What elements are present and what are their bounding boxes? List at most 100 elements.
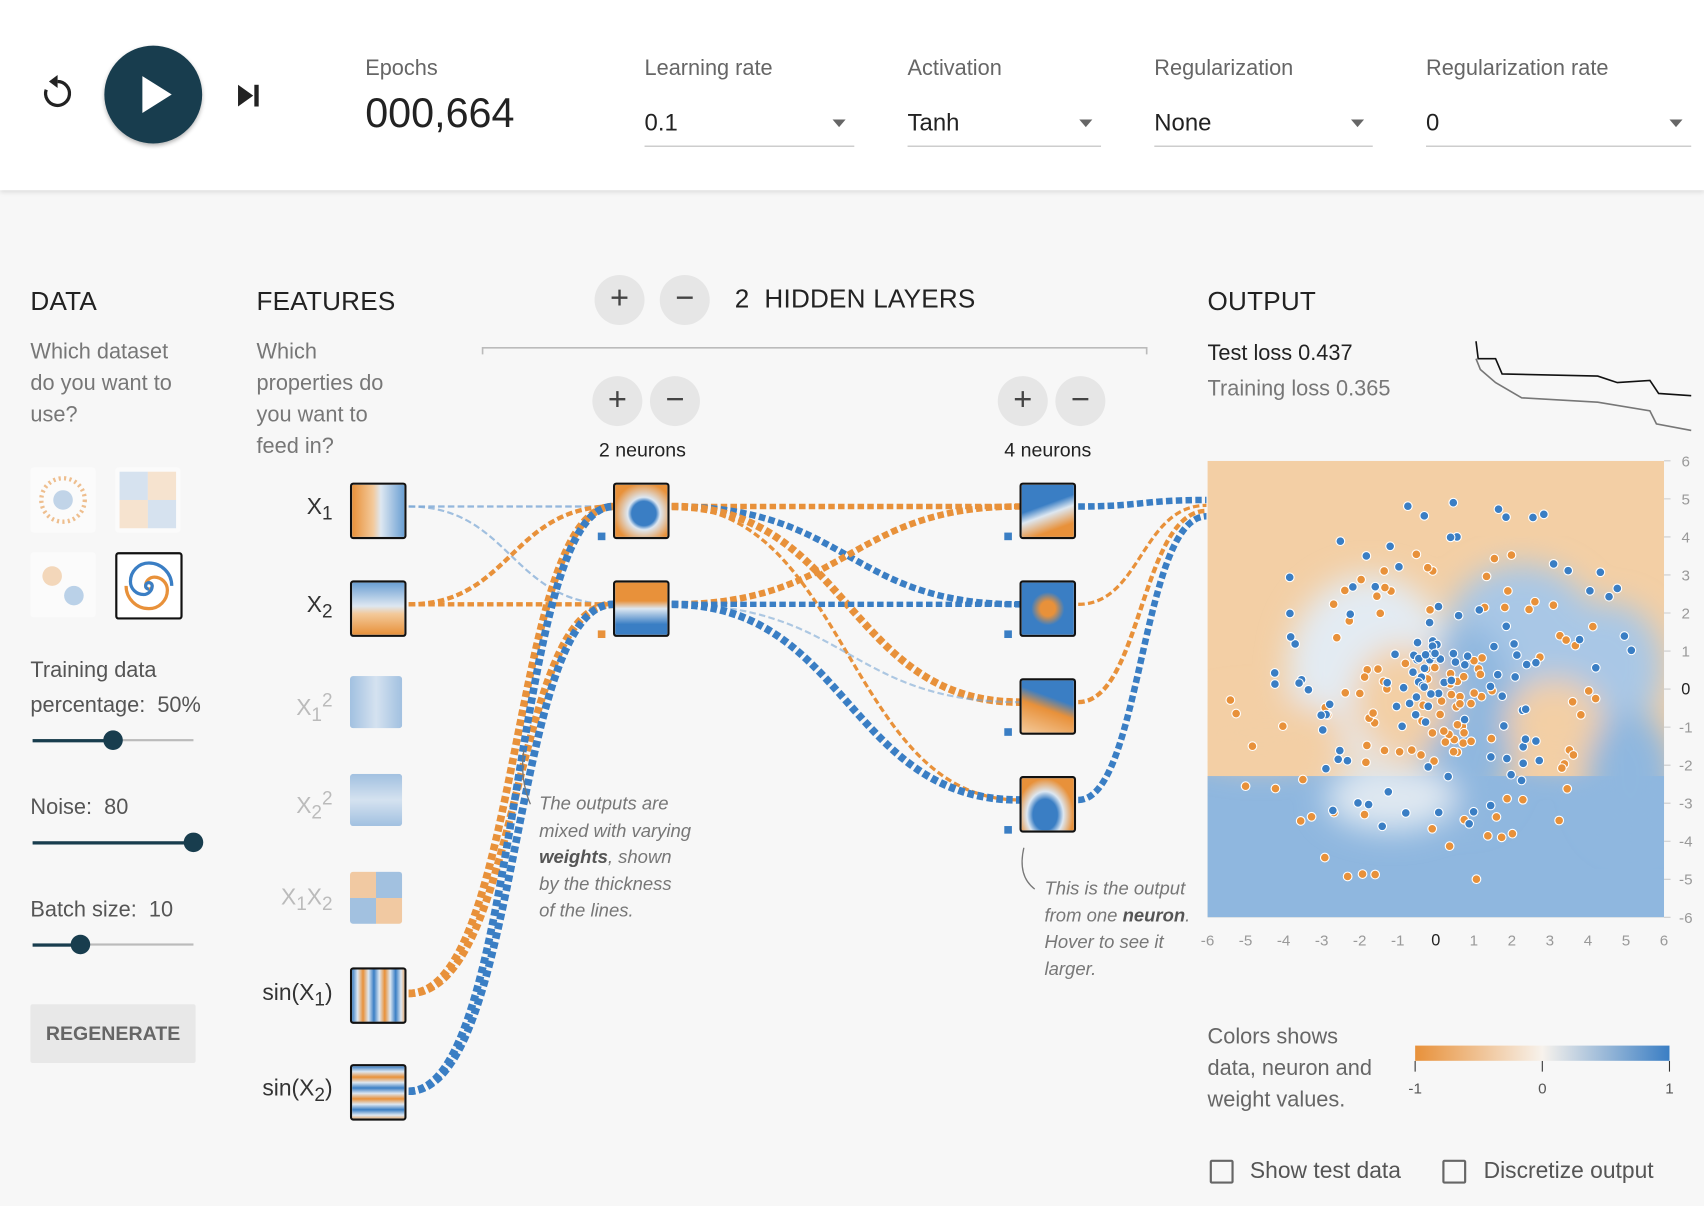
dataset-circle[interactable] [30,467,96,533]
data-point-blue [1377,821,1388,832]
data-point-orange [1506,550,1517,560]
dataset-gaussian[interactable] [30,552,96,618]
y-tick-label: -1 [1679,720,1693,737]
show-test-data-label[interactable]: Show test data [1249,1158,1401,1184]
data-point-orange [1247,741,1258,752]
data-point-blue [1382,677,1393,688]
data-point-orange [1496,832,1507,843]
data-point-blue [1317,725,1328,735]
feature-node-x2[interactable] [349,580,407,637]
bias-square[interactable] [597,532,606,541]
bias-square[interactable] [597,630,606,639]
data-point-orange [1576,709,1586,720]
reset-icon[interactable] [39,74,76,113]
regularization-select[interactable]: None [1154,104,1373,147]
regularization-label: Regularization [1154,56,1294,81]
dataset-xor[interactable] [115,467,181,533]
data-point-orange [1590,693,1601,704]
show-test-data-checkbox[interactable] [1209,1159,1234,1184]
epochs-label: Epochs [365,56,438,81]
data-point-blue [1410,709,1421,720]
remove-layer-button[interactable]: − [659,274,710,325]
data-point-blue [1485,800,1496,811]
feature-text: X [306,494,323,520]
slider-thumb[interactable] [71,934,91,955]
bias-square[interactable] [1004,532,1012,541]
step-icon[interactable] [235,83,263,109]
neuron-l2-3[interactable] [1019,678,1077,735]
bias-square[interactable] [1004,630,1012,639]
data-point-blue [1324,699,1335,710]
feature-text: sin(X [262,1076,315,1102]
activation-select[interactable]: Tanh [907,104,1102,147]
data-point-orange [1379,745,1390,756]
bias-square[interactable] [1004,728,1012,736]
hidden-layers-bracket [481,346,1148,355]
annotation-text: from one [1044,904,1123,926]
data-point-orange [1361,740,1372,751]
discretize-output-label[interactable]: Discretize output [1483,1158,1654,1184]
chevron-down-icon [1351,119,1365,128]
feature-node-x2-squared[interactable] [349,773,403,827]
data-point-blue [1448,648,1459,659]
data-point-blue [1604,591,1614,602]
remove-neuron-layer2-button[interactable]: − [1055,376,1106,427]
data-point-blue [1303,684,1314,695]
training-pct-value: 50% [157,693,201,718]
chevron-down-icon [1669,119,1683,128]
play-icon [142,76,172,114]
feature-label-x1: X1 [257,495,333,526]
feature-node-x1-squared[interactable] [349,676,403,729]
weight-link [408,600,614,1096]
feature-sup: 2 [322,786,333,809]
data-point-blue [1619,631,1630,641]
data-point-orange [1429,662,1440,673]
data-point-blue [1534,755,1545,766]
training-loss: Training loss 0.365 [1207,377,1391,402]
regularization-rate-select[interactable]: 0 [1426,104,1692,147]
feature-node-x1x2[interactable] [349,871,403,924]
feature-text: sin(X [262,980,315,1006]
x-tick-label: 6 [1660,933,1668,950]
regenerate-button[interactable]: REGENERATE [30,1004,196,1063]
neuron-l2-1[interactable] [1019,482,1077,540]
dataset-spiral[interactable] [115,552,183,620]
data-point-orange [1554,815,1565,826]
annotation-text: . [1185,904,1191,926]
data-point-blue [1520,734,1531,745]
slider-thumb[interactable] [183,832,204,853]
neuron-l1-1[interactable] [613,482,670,540]
add-neuron-layer1-button[interactable]: + [592,376,643,427]
feature-label-x2: X2 [257,592,333,623]
data-point-blue [1450,657,1461,667]
data-point-blue [1361,551,1372,561]
data-point-blue [1497,691,1508,702]
discretize-output-checkbox[interactable] [1442,1159,1467,1184]
weight-link [1077,513,1207,804]
hidden-layers-title: HIDDEN LAYERS [764,284,976,315]
neuron-l1-2[interactable] [613,580,670,637]
data-point-blue [1474,605,1485,615]
slider-thumb[interactable] [103,730,123,750]
feature-node-x1[interactable] [349,482,407,540]
learning-rate-select[interactable]: 0.1 [644,104,855,147]
play-button[interactable] [104,45,203,144]
y-tick-label: -4 [1679,834,1693,851]
color-legend-text: Colors shows data, neuron and weight val… [1208,1022,1372,1117]
neuron-l2-4[interactable] [1019,776,1077,833]
data-point-blue [1626,645,1637,656]
add-neuron-layer2-button[interactable]: + [997,376,1048,427]
bias-square[interactable] [1004,826,1012,834]
annotation-line: weights, shown [539,845,691,872]
data-point-orange [1319,852,1330,863]
feature-node-sin-x2[interactable] [349,1064,407,1121]
test-loss-curve [1475,341,1692,397]
annotation-line: from one neuron. [1045,903,1191,930]
remove-neuron-layer1-button[interactable]: − [649,376,700,427]
weights-annotation: The outputs are mixed with varying weigh… [539,791,691,924]
add-layer-button[interactable]: + [594,274,645,325]
feature-node-sin-x1[interactable] [349,967,407,1024]
neuron-l2-2[interactable] [1019,580,1077,637]
x-tick-label: 3 [1546,933,1554,950]
